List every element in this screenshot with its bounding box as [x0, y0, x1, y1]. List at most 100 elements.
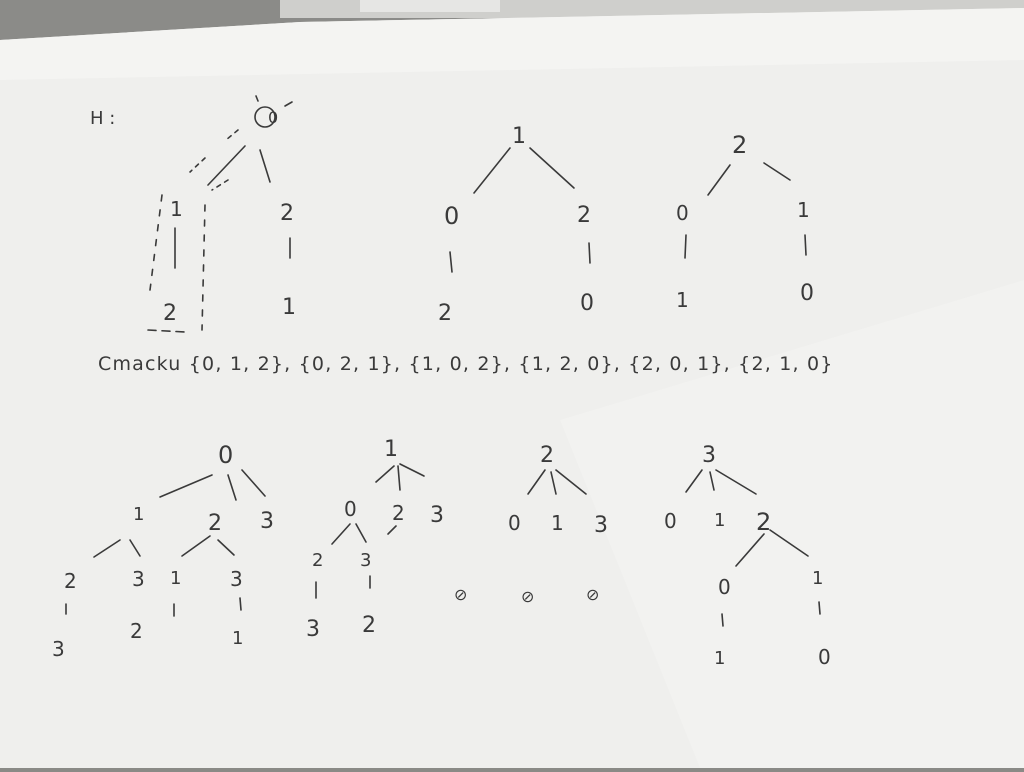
bottom-tree-1-l3-b: 2 — [362, 613, 376, 638]
top-tree-1-leaf-0: 0 — [580, 291, 594, 316]
bottom-tree-2-l1-c: 3 — [594, 513, 608, 538]
bottom-tree-1-l3-a: 3 — [306, 617, 320, 642]
bottom-tree-1-l1-c: 3 — [430, 503, 444, 528]
top-tree-0-leaf-1: 2 — [163, 301, 177, 326]
bottom-tree-3-l1-a: 0 — [664, 509, 677, 533]
edge — [399, 463, 425, 477]
edge — [375, 465, 395, 483]
edge — [715, 469, 757, 495]
edge — [684, 234, 687, 259]
bottom-tree-3-l1-c: 2 — [756, 508, 771, 536]
edge — [397, 465, 401, 491]
edge — [159, 474, 213, 498]
edge — [709, 471, 715, 491]
edge — [331, 523, 351, 545]
bottom-tree-2 — [527, 469, 587, 495]
edge — [241, 469, 266, 497]
bottom-tree-3-l3-b: 0 — [818, 645, 831, 669]
bottom-tree-1-l1-b: 2 — [392, 501, 405, 525]
edge — [473, 147, 511, 194]
top-tree-1-leaf-2: 2 — [438, 301, 452, 326]
bottom-tree-1 — [315, 463, 425, 599]
edge — [217, 539, 235, 556]
edge — [769, 529, 809, 557]
top-tree-2-root: 2 — [732, 131, 747, 159]
dashed-edge — [225, 129, 239, 141]
edge — [818, 601, 821, 615]
top-tree-2-child-0: 0 — [676, 201, 689, 225]
edge — [721, 613, 724, 627]
top-tree-0 — [147, 95, 293, 333]
bottom-tree-2-l1-a: 0 — [508, 511, 521, 535]
stack-caption: Cmacku {0, 1, 2}, {0, 2, 1}, {1, 0, 2}, … — [98, 353, 834, 375]
bottom-tree-0-root: 0 — [218, 441, 233, 469]
bottom-tree-1-l2-a: 2 — [312, 550, 323, 571]
edge — [207, 145, 246, 186]
bottom-tree-3-l3-a: 1 — [714, 648, 725, 669]
top-tree-1 — [449, 147, 591, 273]
edge — [227, 474, 237, 501]
dashed-edge — [189, 157, 206, 173]
top-tree-1-root: 1 — [512, 124, 526, 149]
edge — [449, 251, 453, 273]
bottom-tree-0-l1-b: 2 — [208, 511, 222, 536]
bottom-tree-1-l2-b: 3 — [360, 550, 371, 571]
top-tree-2-child-1: 1 — [797, 198, 810, 222]
dashed-boundary — [149, 194, 163, 291]
edge — [555, 469, 587, 495]
edge — [735, 533, 765, 567]
edge — [239, 597, 242, 611]
top-tree-2 — [684, 162, 807, 259]
top-tree-2-leaf-1: 1 — [676, 288, 689, 312]
bottom-tree-0-l2-d: 3 — [230, 567, 243, 591]
bottom-tree-3-root: 3 — [702, 443, 716, 468]
bottom-tree-0-l3-a: 3 — [52, 637, 65, 661]
background-object — [360, 0, 500, 12]
top-tree-1-child-0: 0 — [444, 202, 459, 230]
sketch-mark — [255, 95, 259, 102]
bottom-tree-2-root: 2 — [540, 443, 554, 468]
bottom-tree-0-l1-a: 1 — [133, 504, 144, 525]
sketch-mark — [387, 525, 397, 535]
edge — [707, 164, 731, 196]
bottom-tree-3-l2-b: 1 — [812, 568, 823, 589]
edge — [804, 234, 807, 256]
edge — [259, 149, 271, 183]
top-tree-1-child-2: 2 — [577, 203, 591, 228]
edge — [763, 162, 791, 181]
top-tree-0-root: 0 — [268, 108, 278, 127]
paper-light-streak — [560, 280, 1024, 768]
edge — [529, 147, 575, 189]
edge — [181, 535, 211, 557]
bottom-tree-2-terminal-c: ⊘ — [586, 585, 599, 604]
edge — [588, 242, 591, 264]
bottom-tree-2-l1-b: 1 — [551, 511, 564, 535]
top-tree-0-child-1: 1 — [170, 197, 183, 221]
bottom-tree-3 — [685, 469, 821, 627]
top-tree-0-leaf-2: 1 — [282, 295, 296, 320]
edge — [93, 539, 121, 558]
top-tree-0-child-2: 2 — [280, 201, 294, 226]
bottom-tree-2-terminal-b: ⊘ — [521, 587, 534, 606]
edge — [527, 469, 546, 495]
header-label: H : — [90, 108, 115, 129]
bottom-tree-0-l2-a: 2 — [64, 569, 77, 593]
bottom-tree-0-l3-b: 2 — [130, 619, 143, 643]
bottom-tree-2-terminal-a: ⊘ — [454, 585, 467, 604]
bottom-tree-0 — [65, 469, 266, 617]
root-circle — [254, 106, 276, 128]
bottom-tree-0-l3-d: 1 — [232, 628, 243, 649]
edge — [355, 523, 367, 543]
top-tree-2-leaf-0: 0 — [800, 281, 814, 306]
bottom-tree-1-l1-a: 0 — [344, 497, 357, 521]
bottom-tree-0-l2-c: 1 — [170, 568, 181, 589]
bottom-tree-3-l2-a: 0 — [718, 575, 731, 599]
edge — [129, 539, 141, 557]
bottom-tree-0-l2-b: 3 — [132, 567, 145, 591]
bottom-tree-3-l1-b: 1 — [714, 510, 725, 531]
dashed-edge — [211, 179, 229, 191]
paper-highlight — [0, 8, 1024, 80]
edge — [550, 471, 557, 495]
edge — [685, 469, 703, 493]
